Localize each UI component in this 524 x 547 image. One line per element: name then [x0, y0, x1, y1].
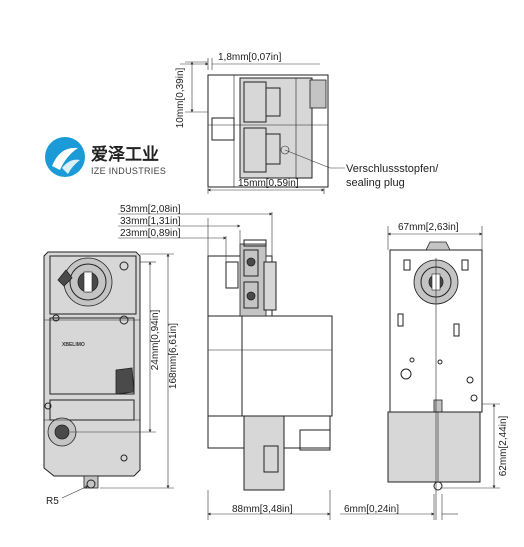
dim-33mm: 33mm[1,31in]: [120, 216, 181, 227]
company-logo: 爱泽工业 IZE INDUSTRIES: [45, 137, 166, 177]
dim-62mm: 62mm[2,44in]: [498, 415, 509, 476]
dim-67mm: 67mm[2,63in]: [398, 222, 459, 233]
back-view: [387, 241, 483, 520]
side-view: [207, 239, 333, 491]
dim-24mm: 24mm[0,94in]: [150, 309, 161, 370]
dim-r5: R5: [46, 496, 59, 507]
dim-15mm: 15mm[0,59in]: [238, 178, 299, 189]
product-brand-label: XBELIMO: [62, 342, 85, 348]
dim-6mm: 6mm[0,24in]: [344, 504, 399, 515]
dim-53mm: 53mm[2,08in]: [120, 204, 181, 215]
top-view: [180, 58, 345, 194]
dim-88mm: 88mm[3,48in]: [232, 504, 293, 515]
dim-10mm: 10mm[0,39in]: [175, 67, 186, 128]
dim-168mm: 168mm[6,61in]: [168, 323, 179, 389]
callout-sealing-plug-en: sealing plug: [346, 177, 405, 189]
logo-chinese-name: 爱泽工业: [91, 144, 159, 165]
dim-23mm: 23mm[0,89in]: [120, 228, 181, 239]
front-view: XBELIMO: [43, 251, 141, 489]
logo-english-name: IZE INDUSTRIES: [91, 166, 166, 176]
dim-1-8mm: 1,8mm[0,07in]: [218, 52, 282, 63]
callout-sealing-plug-de: Verschlussstopfen/: [346, 163, 439, 175]
logo-swoosh-icon: [52, 147, 78, 170]
